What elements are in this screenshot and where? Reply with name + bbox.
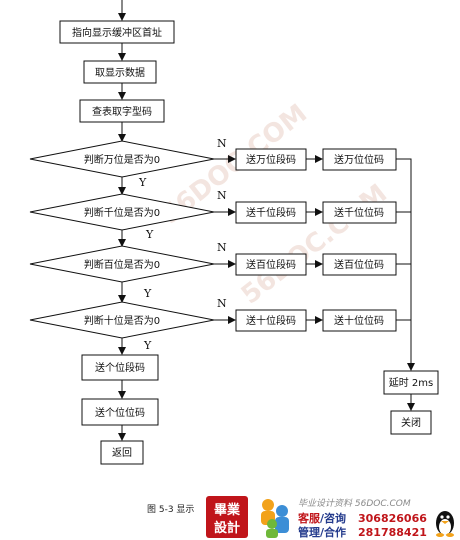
svg-text:返回: 返回 bbox=[112, 447, 132, 459]
connectors bbox=[118, 0, 415, 441]
site-line: 毕业设计资料 56DOC.COM bbox=[298, 498, 411, 509]
service-line: 客服/咨询 bbox=[297, 511, 346, 525]
manage-line: 管理/合作 bbox=[298, 525, 346, 539]
svg-text:送个位段码: 送个位段码 bbox=[95, 361, 145, 374]
step-close: 关闭 bbox=[390, 410, 432, 435]
svg-text:判断百位是否为0: 判断百位是否为0 bbox=[84, 258, 160, 271]
svg-text:送十位位码: 送十位位码 bbox=[334, 314, 384, 327]
penguin-icon bbox=[436, 511, 454, 537]
step-send-bai-pos: 送百位位码 bbox=[322, 253, 397, 276]
svg-text:判断千位是否为0: 判断千位是否为0 bbox=[84, 206, 160, 219]
step-send-qian-pos: 送千位位码 bbox=[322, 201, 397, 224]
no-label: N bbox=[217, 137, 227, 150]
step-send-qian-seg: 送千位段码 bbox=[235, 201, 307, 224]
step-delay: 延时 2ms bbox=[383, 370, 439, 395]
footer-banner: 畢業 設計 毕业设计资料 56DOC.COM 客服/咨询 306826066 管… bbox=[206, 496, 454, 539]
step-send-shi-pos: 送十位位码 bbox=[322, 309, 397, 332]
step-point-buffer: 指向显示缓冲区首址 bbox=[59, 20, 175, 44]
svg-text:取显示数据: 取显示数据 bbox=[95, 66, 145, 79]
svg-text:送百位段码: 送百位段码 bbox=[246, 258, 296, 271]
yes-label: Y bbox=[138, 176, 147, 189]
svg-text:送万位段码: 送万位段码 bbox=[246, 153, 296, 166]
qq-service: 306826066 bbox=[358, 512, 427, 525]
decision-shi: 判断十位是否为0 bbox=[29, 301, 215, 339]
people-icon bbox=[261, 499, 289, 538]
svg-text:判断万位是否为0: 判断万位是否为0 bbox=[84, 153, 160, 166]
step-send-bai-seg: 送百位段码 bbox=[235, 253, 307, 276]
figure-caption: 图 5-3 显示 bbox=[147, 504, 194, 515]
step-send-wan-pos: 送万位位码 bbox=[322, 148, 397, 171]
svg-text:延时 2ms: 延时 2ms bbox=[389, 377, 434, 389]
svg-text:送千位段码: 送千位段码 bbox=[246, 206, 296, 219]
no-label: N bbox=[217, 297, 227, 310]
svg-text:送个位位码: 送个位位码 bbox=[95, 406, 145, 419]
yes-label: Y bbox=[145, 228, 154, 241]
no-label: N bbox=[217, 241, 227, 254]
qq-manage: 281788421 bbox=[358, 526, 427, 539]
step-send-ge-seg: 送个位段码 bbox=[81, 354, 159, 381]
decision-bai: 判断百位是否为0 bbox=[29, 245, 215, 283]
svg-text:56DOC.COM: 56DOC.COM bbox=[236, 179, 393, 311]
step-get-data: 取显示数据 bbox=[83, 60, 157, 84]
svg-text:查表取字型码: 查表取字型码 bbox=[92, 105, 152, 118]
svg-text:畢業: 畢業 bbox=[214, 502, 241, 518]
yes-label: Y bbox=[143, 287, 152, 300]
svg-text:送十位段码: 送十位段码 bbox=[246, 314, 296, 327]
step-send-shi-seg: 送十位段码 bbox=[235, 309, 307, 332]
svg-text:送百位位码: 送百位位码 bbox=[334, 258, 384, 271]
no-label: N bbox=[217, 189, 227, 202]
svg-text:关闭: 关闭 bbox=[401, 416, 421, 429]
svg-text:送万位位码: 送万位位码 bbox=[334, 153, 384, 166]
step-send-ge-pos: 送个位位码 bbox=[81, 398, 159, 426]
svg-text:設計: 設計 bbox=[214, 520, 240, 536]
step-return: 返回 bbox=[100, 440, 144, 465]
decision-qian: 判断千位是否为0 bbox=[29, 193, 215, 231]
site-logo: 畢業 設計 bbox=[206, 496, 248, 538]
step-send-wan-seg: 送万位段码 bbox=[235, 148, 307, 171]
svg-text:判断十位是否为0: 判断十位是否为0 bbox=[84, 314, 160, 327]
yes-label: Y bbox=[143, 339, 152, 352]
step-lookup-table: 查表取字型码 bbox=[79, 99, 165, 123]
svg-text:送千位位码: 送千位位码 bbox=[334, 206, 384, 219]
decision-wan: 判断万位是否为0 bbox=[29, 140, 215, 178]
svg-text:指向显示缓冲区首址: 指向显示缓冲区首址 bbox=[72, 26, 162, 39]
